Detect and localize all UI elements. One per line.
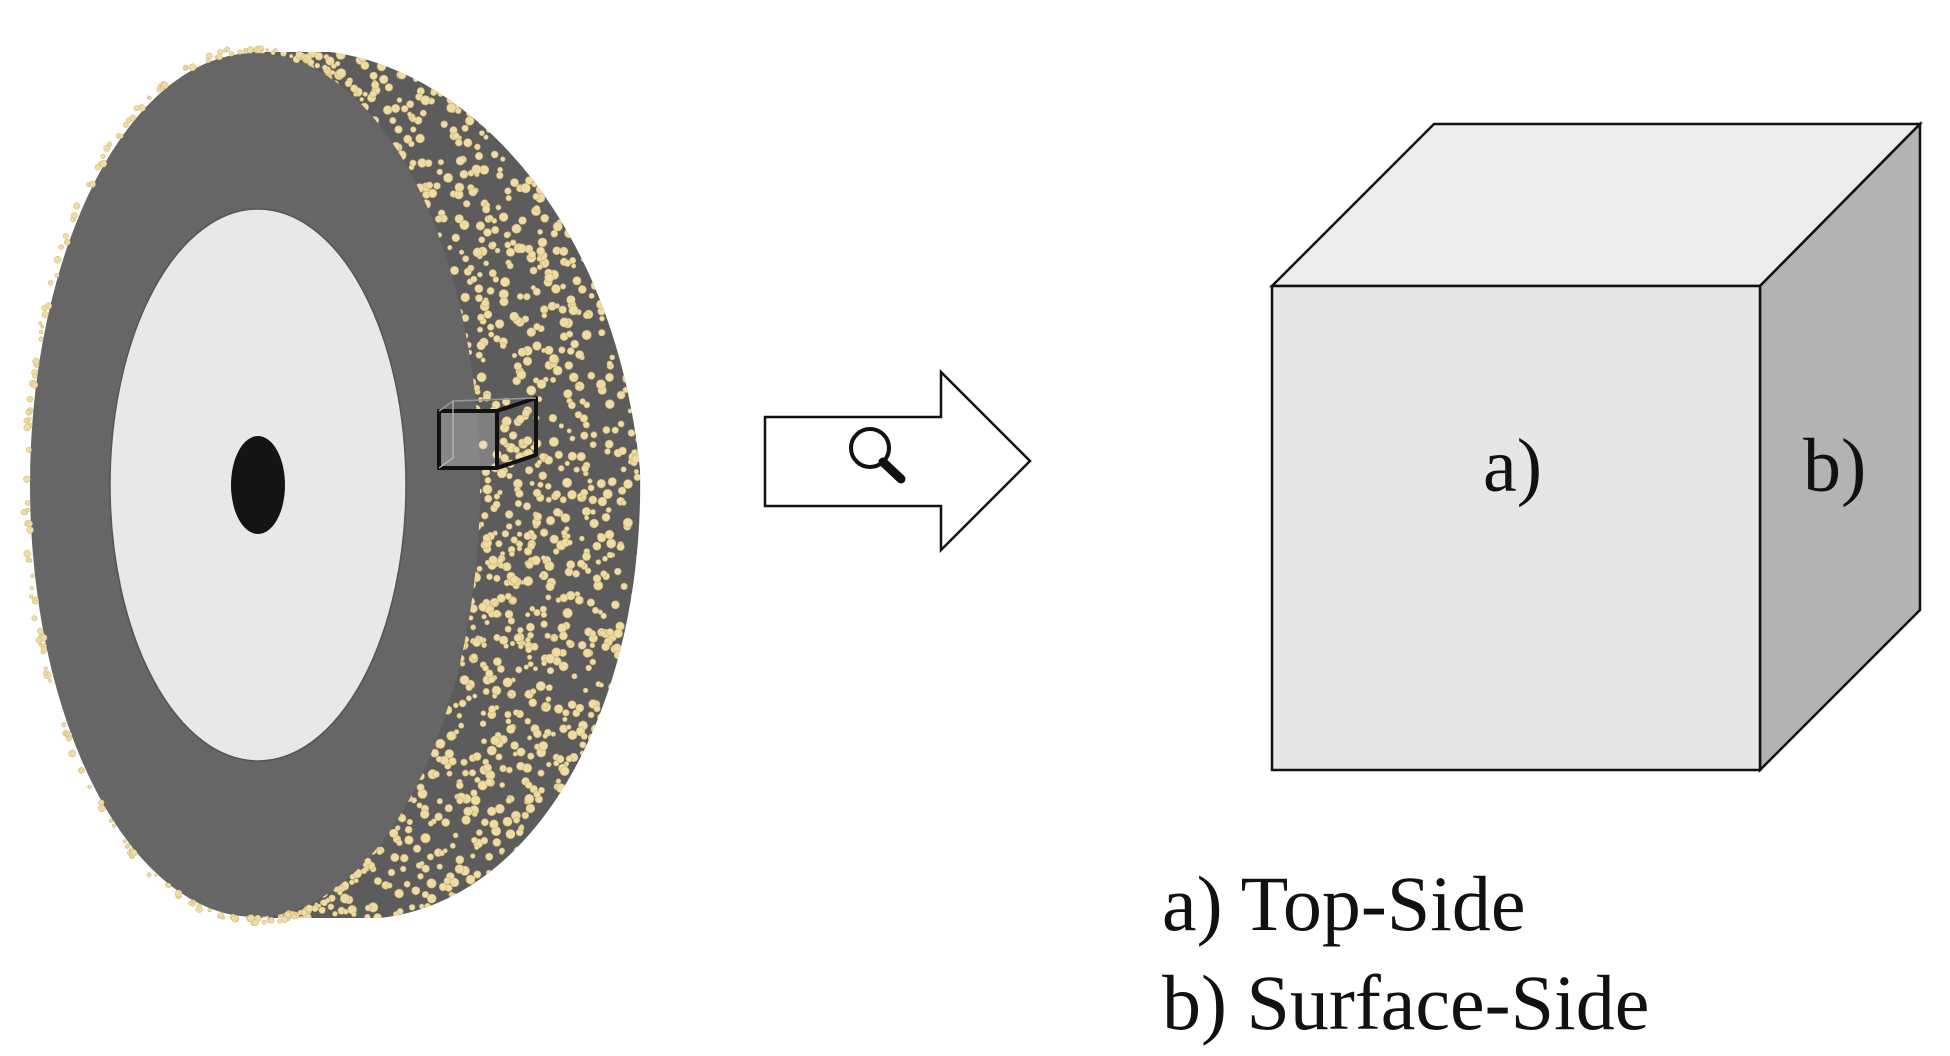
arbor-hole (231, 436, 285, 534)
magnifier-icon (849, 427, 906, 484)
legend: a) Top-Side b) Surface-Side (1162, 860, 1649, 1046)
zoom-arrow (763, 368, 1032, 554)
cube-front-face (1270, 284, 1762, 772)
arrow-right-icon (763, 368, 1032, 554)
grinding-wheel (20, 45, 641, 926)
cube-front-label: a) (1483, 424, 1542, 508)
cube-side-label: b) (1803, 424, 1866, 508)
legend-top-side: a) Top-Side (1162, 860, 1526, 947)
sample-cube (1268, 120, 1923, 774)
sample-region-marker (437, 396, 538, 470)
legend-surface-side: b) Surface-Side (1162, 959, 1649, 1046)
abrasive-grit-edge (20, 45, 385, 926)
